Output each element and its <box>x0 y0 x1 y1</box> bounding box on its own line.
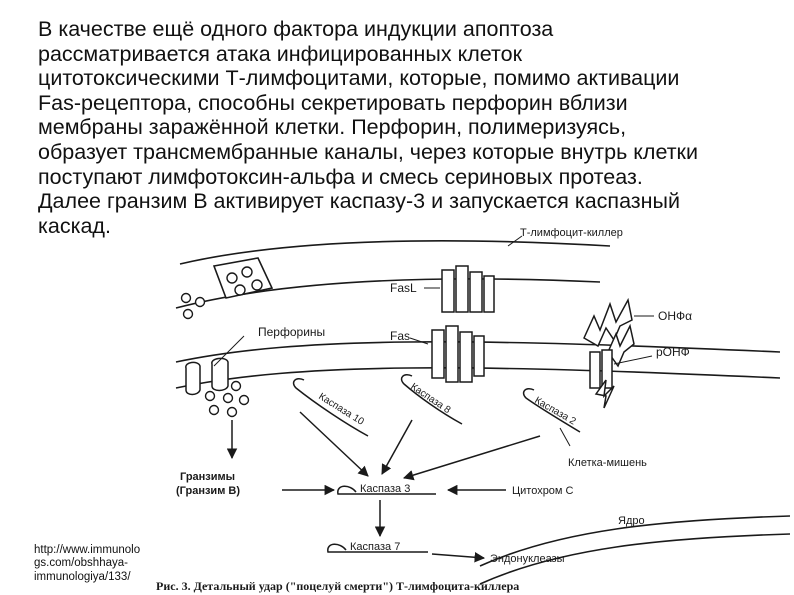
paragraph-line-4: Fas-рецептора, способны секретировать пе… <box>38 90 628 115</box>
caspase-7-label: Каспаза 7 <box>350 541 400 553</box>
caspase-8-label: Каспаза 8 <box>408 381 452 416</box>
source-link[interactable]: http://www.immunolo gs.com/obshhaya- imm… <box>34 544 164 584</box>
target-cell-membrane <box>175 341 781 389</box>
caspase-3-hook <box>337 485 436 495</box>
killer-cell-label: Т-лимфоцит-киллер <box>520 227 623 239</box>
leader-lines <box>213 235 654 447</box>
paragraph-line-2: рассматривается атака инфицированных кле… <box>38 41 522 66</box>
fasl-ligand <box>441 265 495 313</box>
caspase-8-hook <box>400 373 463 425</box>
perforin-pore <box>185 357 229 396</box>
tnf-receptor-label: рОНФ <box>656 345 690 359</box>
granule-vesicle <box>212 257 274 299</box>
paragraph-line-3: цитотоксическими Т-лимфоцитами, которые,… <box>38 66 680 91</box>
granzyme-dots-lower <box>204 378 250 418</box>
tnf-alpha-label: ОНФα <box>658 309 692 323</box>
paragraph-line-6: образует трансмембранные каналы, через к… <box>38 139 698 164</box>
fas-label: Fas <box>390 329 410 343</box>
cytochrome-c-label: Цитохром С <box>512 485 574 497</box>
paragraph-line-7: поступают лимфотоксин-альфа и смесь сери… <box>38 164 643 189</box>
target-cell-label: Клетка-мишень <box>568 457 647 469</box>
paragraph-line-8: Далее гранзим В активирует каспазу-3 и з… <box>38 189 680 214</box>
source-line-3: immunologiya/133/ <box>34 570 131 583</box>
perforins-label: Перфорины <box>258 325 325 339</box>
caspase-7-hook <box>327 543 428 553</box>
figure-caption: Рис. 3. Детальный удар ("поцелуй смерти"… <box>156 579 519 593</box>
source-line-1: http://www.immunolo <box>34 544 141 556</box>
endonucleases-label: Эндонуклеазы <box>490 553 565 565</box>
pathway-arrows <box>226 411 541 563</box>
caspase-3-label: Каспаза 3 <box>360 483 410 495</box>
nucleus-label: Ядро <box>618 515 645 527</box>
tnf-alpha-molecule <box>583 297 635 368</box>
body-paragraph: В качестве ещё одного фактора индукции а… <box>38 17 778 238</box>
fas-receptor <box>431 325 485 383</box>
caspase-2-hook <box>522 387 581 433</box>
granzymes-label: Гранзимы <box>180 471 235 483</box>
paragraph-line-1: В качестве ещё одного фактора индукции а… <box>38 17 554 41</box>
caspase-2-label: Каспаза 2 <box>533 395 578 428</box>
caspase-10-hook <box>292 377 369 437</box>
paragraph-line-9: каскад. <box>38 213 111 238</box>
tnf-receptor <box>589 349 615 409</box>
paragraph-line-5: мембраны заражённой клетки. Перфорин, по… <box>38 115 627 140</box>
nucleus-membrane <box>479 515 791 585</box>
source-line-2: gs.com/obshhaya- <box>34 557 128 570</box>
granzyme-dots-upper <box>180 292 206 320</box>
fasl-label: FasL <box>390 281 417 295</box>
granzyme-b-label: (Гранзим В) <box>176 485 240 497</box>
